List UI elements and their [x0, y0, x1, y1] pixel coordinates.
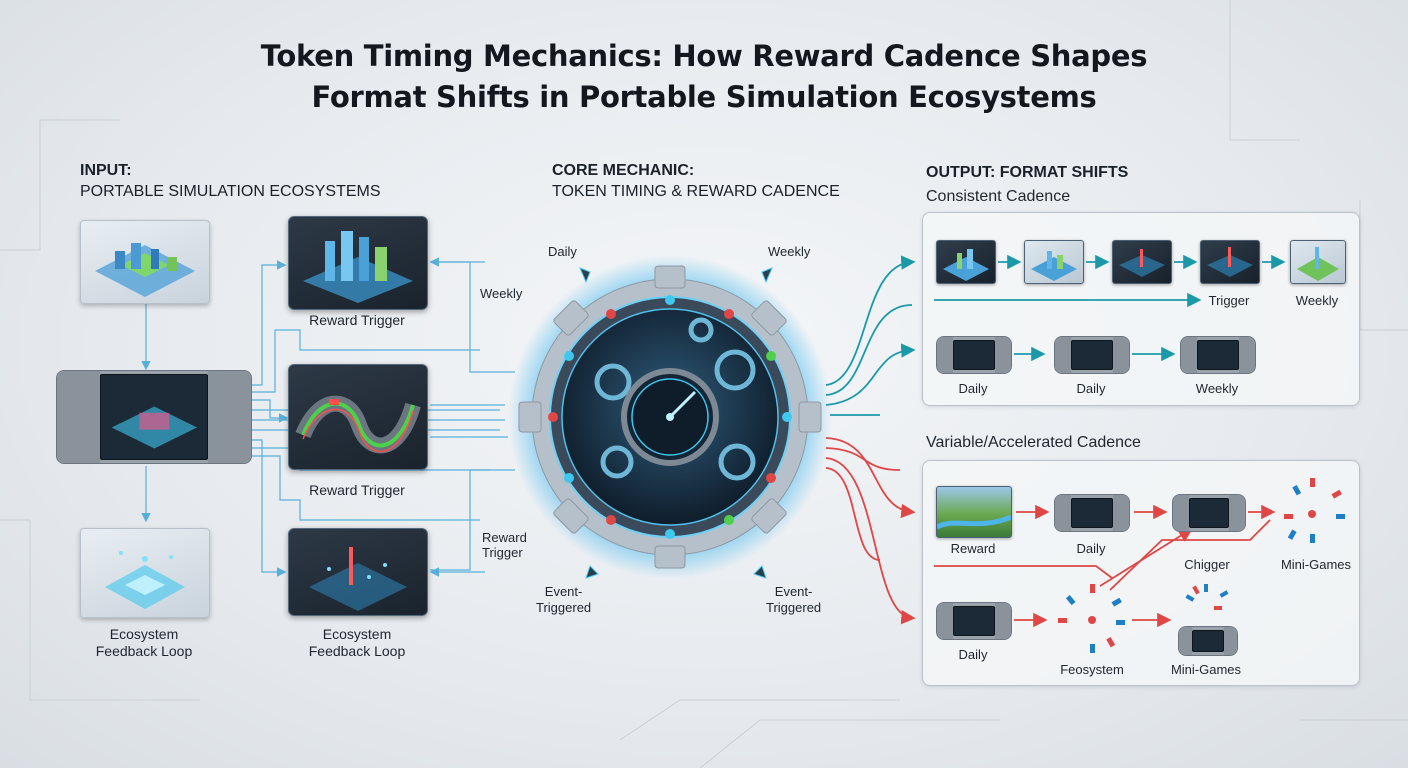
- variable-row1-label-3: Chigger: [1170, 557, 1244, 572]
- variable-row2-label-3: Mini-Games: [1166, 662, 1246, 677]
- variable-handheld-3: [936, 602, 1012, 640]
- variable-handheld-4: [1178, 626, 1238, 656]
- river-landscape-icon: [937, 487, 1011, 537]
- variable-burst-3: [1180, 582, 1234, 622]
- variable-handheld-2: [1172, 494, 1246, 532]
- variable-handheld-1: [1054, 494, 1130, 532]
- variable-burst-1: [1272, 474, 1352, 554]
- variable-row1-label-2: Daily: [1054, 541, 1128, 556]
- variable-row2-label-1: Daily: [936, 647, 1010, 662]
- variable-burst-2: [1052, 580, 1132, 660]
- variable-row2-label-2: Feosystem: [1052, 662, 1132, 677]
- variable-row1-label-4: Mini-Games: [1276, 557, 1356, 572]
- variable-row1-label-1: Reward: [936, 541, 1010, 556]
- variable-thumb-landscape: [936, 486, 1012, 538]
